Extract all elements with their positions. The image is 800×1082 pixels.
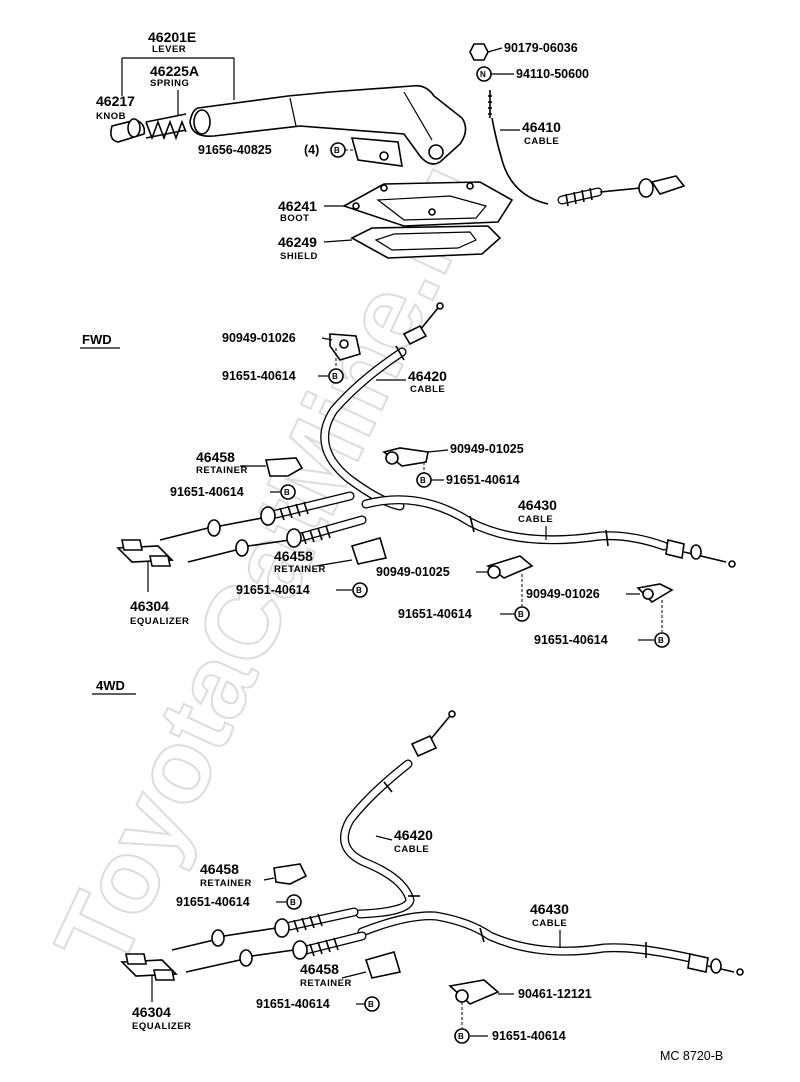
awd-cable-46420[interactable] [339, 710, 456, 919]
fwd-cable-b-name: CABLE [518, 514, 553, 525]
shield-number: 46249 [278, 234, 317, 250]
fwd-rods[interactable] [159, 491, 367, 563]
awd-retainer-2-number: 46458 [300, 961, 339, 977]
fwd-clamp-d-part[interactable] [636, 583, 674, 604]
fwd-retainer-2-name: RETAINER [274, 564, 326, 575]
awd-cable-a-name: CABLE [394, 844, 429, 855]
awd-cable-46430[interactable] [357, 911, 744, 976]
awd-bolt-r1-marker: B [290, 898, 296, 907]
awd-heading: 4WD [96, 678, 125, 693]
fwd-bolt-b-marker: B [420, 476, 426, 485]
knob-number: 46217 [96, 93, 135, 109]
awd-equalizer-number: 46304 [132, 1004, 171, 1020]
fwd-section: FWD [80, 302, 736, 648]
awd-retainer-1-number: 46458 [200, 861, 239, 877]
fwd-cable-a-name: CABLE [410, 384, 445, 395]
awd-bolt-c-marker: B [458, 1032, 464, 1041]
fwd-clamp-d-number: 90949-01026 [526, 587, 600, 601]
awd-cable-b-number: 46430 [530, 901, 569, 917]
diagram-code: MC 8720-B [660, 1049, 723, 1063]
awd-section: 4WD [92, 678, 744, 1044]
fwd-heading: FWD [82, 332, 112, 347]
fwd-bolt-r2-marker: B [356, 586, 362, 595]
fwd-cable-b-number: 46430 [518, 497, 557, 513]
nut-part[interactable] [469, 43, 489, 61]
spring-number: 46225A [150, 63, 199, 79]
nut-n-number: 94110-50600 [516, 67, 589, 81]
fwd-cable-46430[interactable] [361, 495, 736, 568]
fwd-bolt-c-number: 91651-40614 [398, 607, 472, 621]
awd-clamp-number: 90461-12121 [518, 987, 592, 1001]
awd-bolt-r2-number: 91651-40614 [256, 997, 330, 1011]
fwd-retainer-2-part[interactable] [350, 537, 388, 565]
awd-retainer-1-part[interactable] [273, 863, 308, 885]
fwd-bolt-r2-number: 91651-40614 [236, 583, 310, 597]
fwd-cable-a-number: 46420 [408, 368, 447, 384]
awd-bolt-r2-marker: B [368, 1000, 374, 1009]
fwd-clamp-a-part[interactable] [329, 333, 361, 361]
fwd-retainer-1-number: 46458 [196, 449, 235, 465]
fwd-bolt-c-marker: B [518, 610, 524, 619]
lever-part[interactable] [189, 84, 467, 167]
lever-name: LEVER [152, 44, 186, 55]
knob-name: KNOB [96, 111, 126, 122]
front-cable-part[interactable] [488, 90, 686, 207]
awd-equalizer-part[interactable] [120, 953, 178, 1002]
fwd-equalizer-number: 46304 [130, 598, 169, 614]
fwd-equalizer-name: EQUALIZER [130, 616, 189, 627]
awd-rods[interactable] [171, 907, 367, 973]
boot-name: BOOT [280, 213, 309, 224]
front-cable-name: CABLE [524, 136, 559, 147]
awd-cable-a-number: 46420 [394, 827, 433, 843]
awd-retainer-2-part[interactable] [364, 951, 402, 979]
front-cable-number: 46410 [522, 119, 561, 135]
awd-clamp-part[interactable] [448, 979, 500, 1005]
fwd-clamp-c-number: 90949-01025 [376, 565, 450, 579]
fwd-bolt-d-marker: B [658, 636, 664, 645]
fwd-clamp-c-part[interactable] [486, 555, 534, 579]
awd-bolt-r1-number: 91651-40614 [176, 895, 250, 909]
bolt-91656-number: 91656-40825 [198, 143, 272, 157]
boot-part[interactable] [342, 181, 514, 227]
awd-cable-b-name: CABLE [532, 918, 567, 929]
fwd-clamp-b-number: 90949-01025 [450, 442, 524, 456]
fwd-bolt-r1-marker: B [284, 488, 290, 497]
lever-group: N [110, 43, 686, 259]
fwd-retainer-1-part[interactable] [264, 457, 304, 477]
fwd-bolt-d-number: 91651-40614 [534, 633, 608, 647]
awd-equalizer-name: EQUALIZER [132, 1021, 191, 1032]
awd-retainer-2-name: RETAINER [300, 978, 352, 989]
awd-retainer-1-name: RETAINER [200, 878, 252, 889]
knob-part[interactable] [110, 118, 146, 143]
marker-b: B [334, 146, 340, 155]
spring-part[interactable] [145, 113, 187, 141]
shield-name: SHIELD [280, 251, 318, 262]
bolt-91656-qty: (4) [304, 143, 319, 157]
fwd-bolt-a-number: 91651-40614 [222, 369, 296, 383]
nut-number: 90179-06036 [504, 41, 578, 55]
fwd-bolt-a-marker: B [332, 372, 338, 381]
lever-group-labels: 46201E LEVER 46225A SPRING 46217 KNOB 91… [96, 29, 589, 262]
spring-name: SPRING [150, 78, 189, 89]
fwd-clamp-b-part[interactable] [382, 447, 429, 467]
awd-bolt-c-number: 91651-40614 [492, 1029, 566, 1043]
marker-n: N [480, 70, 486, 79]
nut-n-part[interactable]: N [476, 66, 492, 82]
fwd-bolt-r1-number: 91651-40614 [170, 485, 244, 499]
fwd-retainer-2-number: 46458 [274, 548, 313, 564]
fwd-retainer-1-name: RETAINER [196, 465, 248, 476]
lever-number: 46201E [148, 29, 196, 45]
fwd-equalizer-part[interactable] [116, 539, 174, 592]
fwd-clamp-a-number: 90949-01026 [222, 331, 296, 345]
fwd-bolt-b-number: 91651-40614 [446, 473, 520, 487]
boot-number: 46241 [278, 198, 317, 214]
fwd-cable-46420[interactable] [320, 302, 444, 511]
shield-part[interactable] [350, 225, 502, 259]
